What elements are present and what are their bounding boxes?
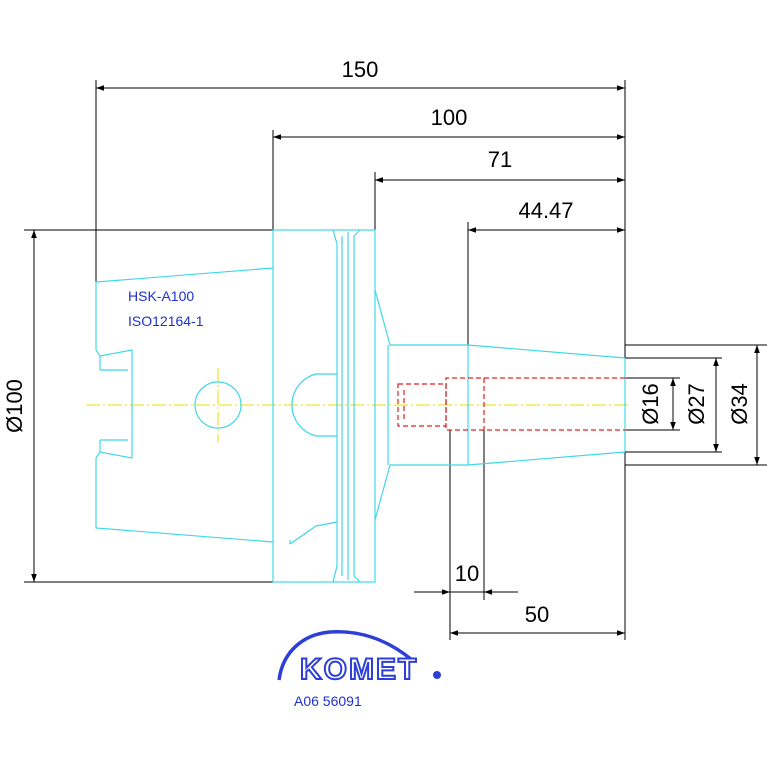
dim-71: 71 xyxy=(488,147,512,172)
part-outline xyxy=(95,229,626,583)
drive-pin-circle xyxy=(194,381,242,429)
dimension-lines xyxy=(31,85,760,636)
dim-100: 100 xyxy=(431,105,468,130)
dim-dia27: Ø27 xyxy=(684,383,709,425)
drive-slot xyxy=(291,373,337,437)
label-standard: ISO12164-1 xyxy=(128,313,204,329)
logo-dot xyxy=(433,671,441,679)
dim-44-47: 44.47 xyxy=(518,198,573,223)
dim-dia16: Ø16 xyxy=(638,383,663,425)
dim-dia100: Ø100 xyxy=(2,379,27,433)
flange xyxy=(272,229,376,583)
thread-hole xyxy=(397,383,447,427)
extension-lines xyxy=(24,80,767,640)
part-number: A06 56091 xyxy=(294,693,362,709)
label-interface: HSK-A100 xyxy=(128,288,194,304)
hsk-taper-shank xyxy=(95,267,274,543)
bore-outline xyxy=(445,377,625,431)
nose-taper xyxy=(374,289,626,359)
hidden-bore xyxy=(397,377,625,431)
dim-150: 150 xyxy=(342,57,379,82)
komet-logo: KOMET xyxy=(277,630,441,687)
dim-10: 10 xyxy=(455,561,479,586)
logo-arc xyxy=(277,630,414,681)
dim-dia34: Ø34 xyxy=(727,383,752,425)
logo-wordmark: KOMET xyxy=(300,653,418,686)
dim-50: 50 xyxy=(525,602,549,627)
